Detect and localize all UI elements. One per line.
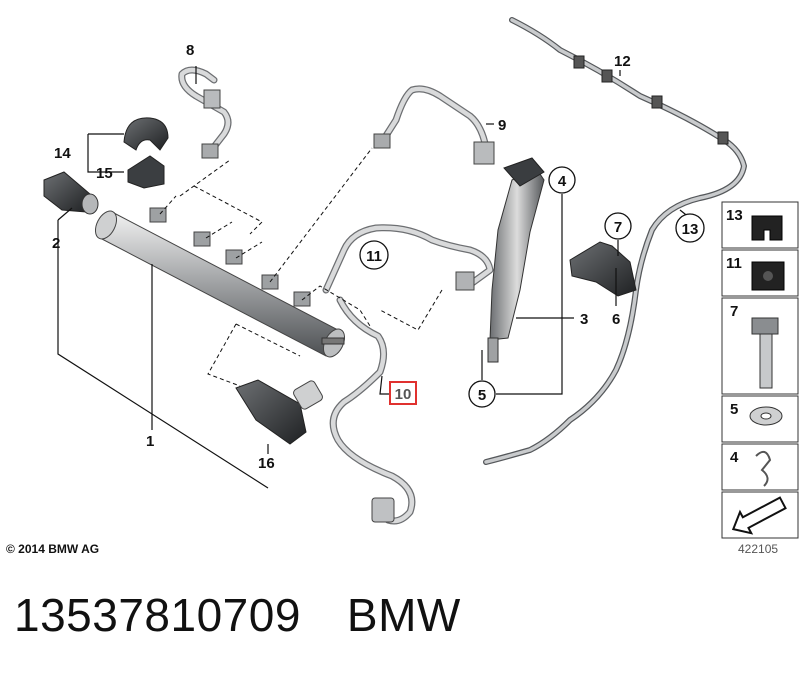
panel-cell-4 bbox=[721, 443, 799, 491]
copyright-notice: © 2014 BMW AG bbox=[6, 542, 100, 556]
connection-lines bbox=[159, 147, 443, 387]
panel-label-4: 4 bbox=[730, 449, 739, 466]
callout-circle-7 bbox=[604, 212, 632, 240]
callout-2: 2 bbox=[52, 235, 60, 252]
injector-part bbox=[487, 157, 545, 363]
panel-label-13: 13 bbox=[726, 207, 743, 224]
panel-label-11: 11 bbox=[726, 255, 742, 272]
washer-5-icon bbox=[749, 406, 783, 426]
callout-circle-11 bbox=[359, 240, 389, 270]
part-number-caption: 13537810709 BMW bbox=[14, 588, 461, 642]
callout-circle-5 bbox=[468, 380, 496, 408]
callout-4: 4 bbox=[558, 173, 567, 190]
part-number: 13537810709 bbox=[14, 589, 301, 641]
callout-1: 1 bbox=[146, 433, 154, 450]
panel-label-5: 5 bbox=[730, 401, 738, 418]
bracket-14-part bbox=[123, 117, 169, 151]
clip-4-icon bbox=[755, 450, 772, 487]
fuel-rail-part bbox=[94, 207, 346, 358]
callout-7: 7 bbox=[614, 219, 622, 236]
fuel-line-8-part bbox=[178, 66, 232, 159]
bracket-6-part bbox=[569, 241, 637, 297]
diagram-number: 422105 bbox=[738, 542, 779, 556]
pressure-control-valve-part bbox=[235, 379, 323, 445]
callout-labels: 8 9 12 14 15 2 1 16 3 6 4 7 13 11 5 10 bbox=[52, 42, 705, 472]
callout-12: 12 bbox=[614, 53, 631, 70]
callout-9: 9 bbox=[498, 117, 506, 134]
callout-14: 14 bbox=[54, 145, 71, 162]
callout-16: 16 bbox=[258, 455, 275, 472]
callout-15: 15 bbox=[96, 165, 113, 182]
bracket-15-part bbox=[127, 155, 165, 189]
callout-6: 6 bbox=[612, 311, 620, 328]
callout-3: 3 bbox=[580, 311, 588, 328]
fuel-line-11-part bbox=[322, 224, 494, 294]
brand-name: BMW bbox=[346, 589, 461, 641]
side-parts-panel: 13 11 7 5 4 bbox=[721, 201, 799, 539]
pressure-sensor-part bbox=[43, 171, 99, 215]
grommet-13-icon bbox=[751, 215, 783, 241]
panel-label-7: 7 bbox=[730, 303, 738, 320]
callout-circle-13 bbox=[675, 213, 705, 243]
grommet-11-hole bbox=[763, 271, 773, 281]
callout-circle-4 bbox=[548, 166, 576, 194]
bolt-7-icon bbox=[751, 317, 779, 389]
fuel-line-10-part bbox=[329, 296, 416, 525]
orientation-arrow-icon bbox=[731, 496, 787, 535]
callout-5: 5 bbox=[478, 387, 486, 404]
leak-off-line-12-part bbox=[483, 17, 747, 465]
callout-10: 10 bbox=[395, 386, 412, 403]
callout-8: 8 bbox=[186, 42, 194, 59]
fuel-line-9-part bbox=[373, 85, 495, 165]
callout-11: 11 bbox=[366, 248, 382, 265]
callout-13: 13 bbox=[682, 221, 699, 238]
highlight-box bbox=[389, 381, 417, 405]
